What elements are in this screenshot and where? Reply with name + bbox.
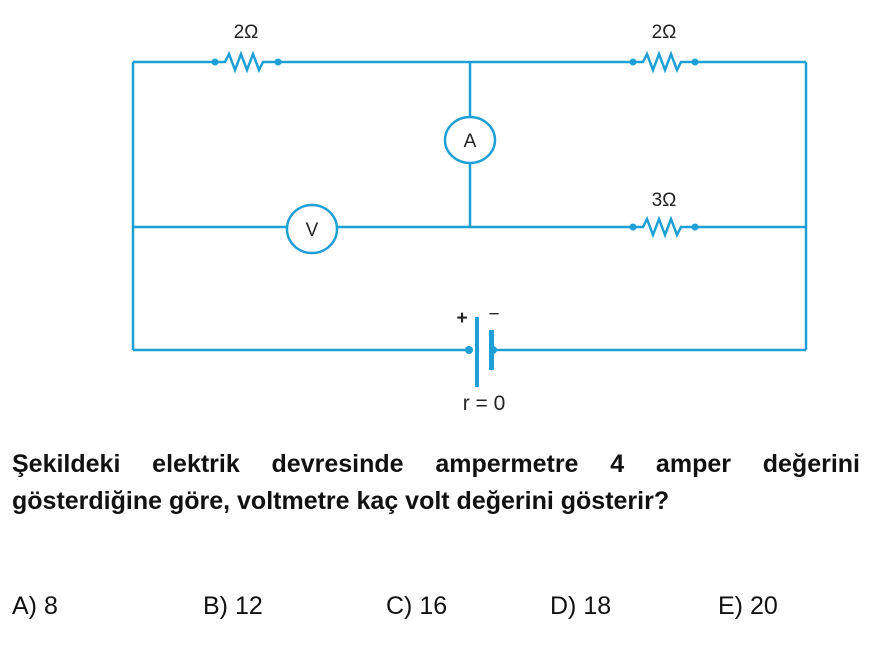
answer-c[interactable]: C) 16 (386, 592, 448, 620)
resistor-top-right-icon (633, 50, 695, 74)
answer-b[interactable]: B) 12 (203, 592, 263, 620)
ammeter-icon (443, 115, 497, 165)
answer-e[interactable]: E) 20 (718, 592, 778, 620)
resistor-top-right-label: 2Ω (652, 22, 677, 43)
voltmeter-label: V (306, 220, 319, 241)
ammeter-label: A (464, 131, 477, 152)
resistor-middle-right-label: 3Ω (652, 190, 677, 211)
battery-positive-plate (475, 317, 479, 387)
battery-internal-resistance-label: r = 0 (463, 392, 506, 415)
battery-negative-plate (489, 330, 494, 370)
battery-minus-label: − (488, 304, 499, 325)
answer-a[interactable]: A) 8 (12, 592, 58, 620)
question-text: Şekildeki elektrik devresinde ampermetre… (12, 450, 860, 515)
resistor-top-left-icon (215, 50, 278, 74)
voltmeter-icon (285, 203, 339, 255)
resistor-top-left-label: 2Ω (234, 22, 259, 43)
battery-plus-label: + (456, 308, 467, 329)
answer-d[interactable]: D) 18 (550, 592, 612, 620)
circuit-diagram: 2Ω 2Ω 3Ω A V + − r = 0 (131, 22, 808, 415)
resistor-middle-right-icon (633, 215, 695, 239)
